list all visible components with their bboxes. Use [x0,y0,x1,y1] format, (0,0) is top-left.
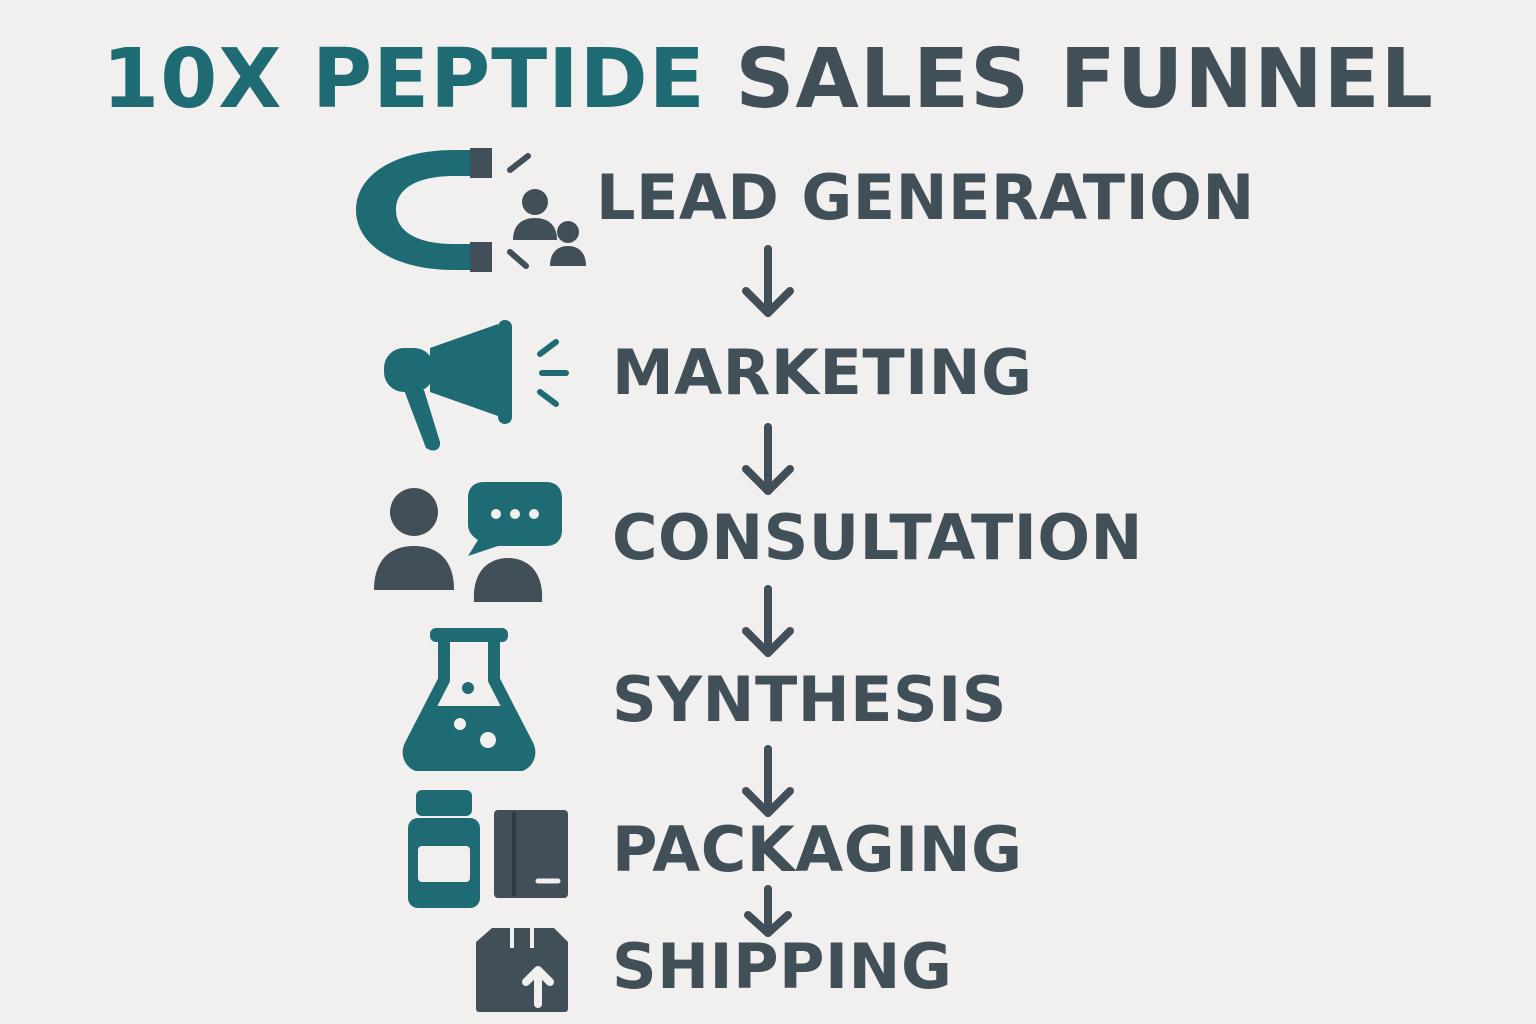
bottle-box-icon [408,790,568,908]
step-label-lead-generation: LEAD GENERATION [596,161,1255,234]
funnel-title: 10X PEPTIDE SALES FUNNEL [0,30,1536,130]
package-icon [476,928,568,1012]
step-label-synthesis: SYNTHESIS [612,663,1007,736]
arrow-down-icon [742,423,794,495]
magnet-people-icon [356,148,586,272]
arrow-down-icon [742,585,794,657]
flask-icon [402,628,536,771]
megaphone-icon [384,320,569,451]
step-label-marketing: MARKETING [612,336,1033,409]
title-rest: SALES FUNNEL [735,32,1434,127]
people-chat-icon [374,482,562,602]
title-accent: 10X PEPTIDE [102,32,706,127]
arrow-down-icon [742,745,794,817]
step-label-consultation: CONSULTATION [612,501,1143,574]
step-label-shipping: SHIPPING [612,930,953,1003]
step-label-packaging: PACKAGING [612,813,1023,886]
arrow-down-icon [744,885,792,937]
arrow-down-icon [742,245,794,317]
